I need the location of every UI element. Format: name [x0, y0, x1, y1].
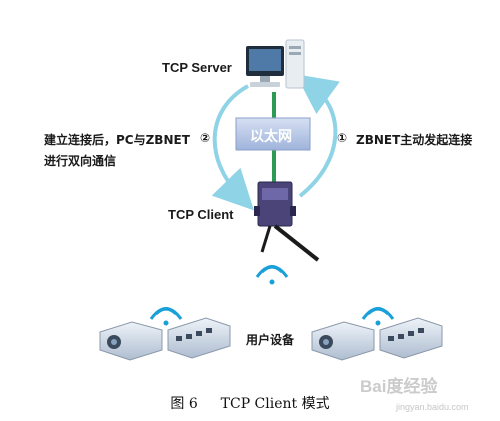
- tcp-server-label: TCP Server: [162, 60, 232, 75]
- left-annotation-number: ②: [200, 131, 211, 145]
- computer-icon: [246, 39, 305, 89]
- user-devices-left: [99, 307, 231, 361]
- watermark-url: jingyan.baidu.com: [396, 402, 469, 412]
- network-switch-icon: [167, 317, 231, 359]
- right-annotation-text: ZBNET主动发起连接: [356, 133, 473, 147]
- user-devices-right: [311, 307, 443, 361]
- tcp-client-label: TCP Client: [168, 207, 234, 222]
- wifi-signal-icon: [255, 265, 289, 285]
- projector-icon: [311, 321, 375, 361]
- wifi-signal-icon: [361, 307, 395, 326]
- projector-icon: [99, 321, 163, 361]
- figure-number: 图 6: [170, 396, 198, 412]
- ethernet-box: [235, 117, 311, 151]
- user-devices-label: 用户设备: [246, 333, 295, 347]
- right-arrow: [295, 74, 340, 198]
- watermark-brand: Bai度经验: [360, 377, 438, 396]
- ethernet-label: 以太网: [250, 129, 292, 145]
- right-annotation-number: ①: [337, 131, 348, 145]
- network-switch-icon: [379, 317, 443, 359]
- wifi-router-icon: [254, 181, 320, 262]
- figure-caption: 图 6 TCP Client 模式: [0, 393, 500, 413]
- left-arrow: [211, 84, 254, 211]
- figure-title: TCP Client 模式: [220, 396, 330, 412]
- wifi-signal-icon: [149, 307, 183, 326]
- left-annotation-line2: 进行双向通信: [44, 154, 117, 168]
- left-annotation-line1: 建立连接后，PC与ZBNET: [44, 133, 190, 147]
